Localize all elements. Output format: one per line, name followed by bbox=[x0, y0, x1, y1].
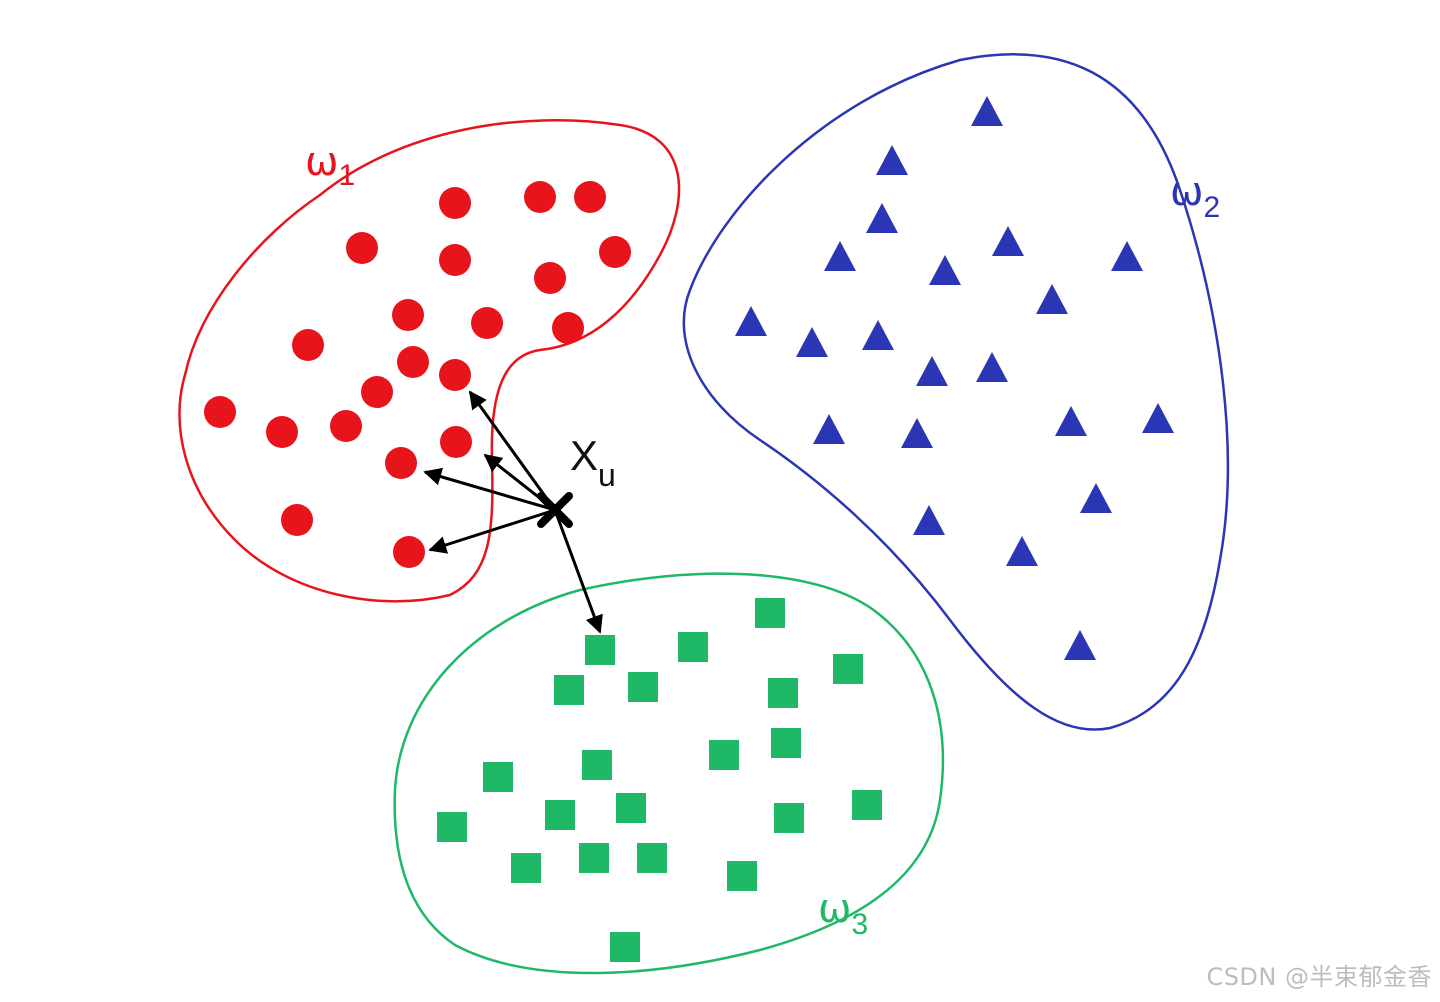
cluster-w2-point bbox=[992, 226, 1024, 256]
cluster-w3-point bbox=[628, 672, 658, 702]
cluster-w1-point bbox=[534, 262, 566, 294]
cluster-w2-point bbox=[796, 327, 828, 357]
cluster-w2-point bbox=[1080, 483, 1112, 513]
cluster-w3-point bbox=[585, 635, 615, 665]
cluster-w2-point bbox=[976, 352, 1008, 382]
cluster-w1-point bbox=[440, 426, 472, 458]
query-point-marker bbox=[537, 492, 573, 528]
cluster-w2-point bbox=[971, 96, 1003, 126]
cluster-w1-points bbox=[204, 181, 631, 568]
neighbor-arrow bbox=[428, 508, 556, 554]
cluster-w2-label: ω2 bbox=[1170, 169, 1220, 224]
cluster-w1-point bbox=[281, 504, 313, 536]
cluster-w1-point bbox=[204, 396, 236, 428]
cluster-w1-point bbox=[471, 307, 503, 339]
cluster-w3-point bbox=[545, 800, 575, 830]
cluster-w2-point bbox=[913, 505, 945, 535]
cluster-w3-point bbox=[582, 750, 612, 780]
neighbor-arrow bbox=[553, 509, 603, 634]
cluster-w2-point bbox=[1064, 630, 1096, 660]
cluster-w3-label: ω3 bbox=[818, 886, 868, 941]
cluster-w3-point bbox=[774, 803, 804, 833]
cluster-w2-point bbox=[929, 255, 961, 285]
cluster-w2-point bbox=[1111, 241, 1143, 271]
cluster-w3-point bbox=[483, 762, 513, 792]
cluster-w2-point bbox=[824, 241, 856, 271]
cluster-w1-point bbox=[292, 329, 324, 361]
cluster-w1-point bbox=[439, 187, 471, 219]
cluster-w3-point bbox=[637, 843, 667, 873]
cluster-w1-point bbox=[439, 359, 471, 391]
cluster-w1-point bbox=[266, 416, 298, 448]
cluster-w3-point bbox=[610, 932, 640, 962]
cluster-w2-boundary bbox=[682, 53, 1230, 731]
cluster-w1-point bbox=[397, 346, 429, 378]
cluster-w1-point bbox=[392, 299, 424, 331]
cluster-w1-point bbox=[524, 181, 556, 213]
watermark: CSDN @半束郁金香 bbox=[1206, 963, 1432, 991]
cluster-w2-point bbox=[862, 320, 894, 350]
cluster-w2-points bbox=[735, 96, 1174, 660]
cluster-w3-point bbox=[771, 728, 801, 758]
cluster-w3-points bbox=[437, 598, 882, 962]
neighbor-arrow bbox=[468, 390, 557, 511]
cluster-w1-point bbox=[346, 232, 378, 264]
cluster-w2-point bbox=[1036, 284, 1068, 314]
cluster-w1-point bbox=[599, 236, 631, 268]
cluster-w2-point bbox=[1006, 536, 1038, 566]
cluster-w2-point bbox=[813, 414, 845, 444]
cluster-w3-point bbox=[755, 598, 785, 628]
cluster-w2-point bbox=[876, 145, 908, 175]
neighbor-arrow bbox=[423, 467, 556, 512]
cluster-w3-point bbox=[511, 853, 541, 883]
cluster-w1-point bbox=[361, 376, 393, 408]
cluster-w2-point bbox=[916, 356, 948, 386]
cluster-w1-label: ω1 bbox=[305, 139, 355, 192]
cluster-w1-point bbox=[393, 536, 425, 568]
cluster-w3-point bbox=[727, 861, 757, 891]
cluster-w3-point bbox=[616, 793, 646, 823]
cluster-w1-point bbox=[552, 312, 584, 344]
cluster-w3-point bbox=[678, 632, 708, 662]
cluster-w1-point bbox=[439, 244, 471, 276]
cluster-w1-point bbox=[330, 410, 362, 442]
cluster-w3-point bbox=[709, 740, 739, 770]
cluster-w3-point bbox=[437, 812, 467, 842]
cluster-w2-point bbox=[735, 306, 767, 336]
cluster-w3-point bbox=[768, 678, 798, 708]
cluster-w3-point bbox=[554, 675, 584, 705]
cluster-w2-point bbox=[1142, 403, 1174, 433]
cluster-w1-point bbox=[385, 447, 417, 479]
cluster-w3-point bbox=[852, 790, 882, 820]
cluster-w3-boundary bbox=[393, 572, 945, 975]
cluster-w3-point bbox=[579, 843, 609, 873]
cluster-w3-point bbox=[833, 654, 863, 684]
cluster-w2-point bbox=[901, 418, 933, 448]
cluster-w2-point bbox=[866, 203, 898, 233]
cluster-w1-point bbox=[574, 181, 606, 213]
query-point-label: Xu bbox=[570, 432, 616, 493]
cluster-w2-point bbox=[1055, 406, 1087, 436]
